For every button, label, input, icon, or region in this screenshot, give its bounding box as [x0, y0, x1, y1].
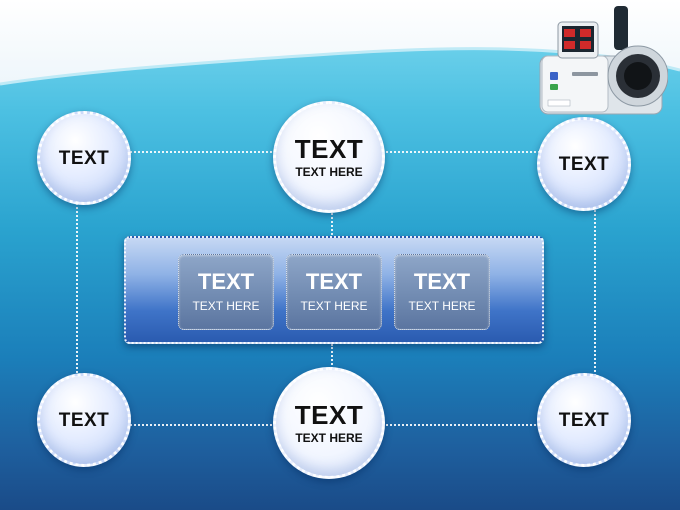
panel-card-2: TEXT TEXT HERE [286, 254, 382, 330]
panel-card-1-subtitle: TEXT HERE [192, 299, 260, 313]
node-bottom-center: TEXT TEXT HERE [273, 367, 385, 479]
node-top-left: TEXT [37, 111, 131, 205]
node-bottom-left-title: TEXT [58, 409, 110, 431]
blood-pressure-monitor-icon [539, 6, 668, 115]
node-top-center: TEXT TEXT HERE [273, 101, 385, 213]
panel-card-3-subtitle: TEXT HERE [408, 299, 476, 313]
connector-right [594, 206, 596, 380]
panel-card-1-title: TEXT [197, 269, 255, 294]
node-bottom-left: TEXT [37, 373, 131, 467]
node-top-right-title: TEXT [558, 153, 610, 175]
node-bottom-right: TEXT [537, 373, 631, 467]
node-top-center-title: TEXT [294, 133, 364, 164]
node-top-center-subtitle: TEXT HERE [295, 164, 363, 179]
panel-card-3: TEXT TEXT HERE [394, 254, 490, 330]
center-panel: TEXT TEXT HERE TEXT TEXT HERE TEXT TEXT … [124, 236, 544, 344]
panel-card-1: TEXT TEXT HERE [178, 254, 274, 330]
node-bottom-center-subtitle: TEXT HERE [295, 430, 363, 445]
node-top-right: TEXT [537, 117, 631, 211]
connector-left [76, 200, 78, 380]
connector-top-center [331, 206, 333, 238]
panel-card-3-title: TEXT [413, 269, 471, 294]
node-bottom-right-title: TEXT [558, 409, 610, 431]
node-top-left-title: TEXT [58, 147, 110, 169]
node-bottom-center-title: TEXT [294, 399, 364, 430]
panel-card-2-title: TEXT [305, 269, 363, 294]
panel-card-2-subtitle: TEXT HERE [300, 299, 368, 313]
connector-bottom-center [331, 344, 333, 372]
